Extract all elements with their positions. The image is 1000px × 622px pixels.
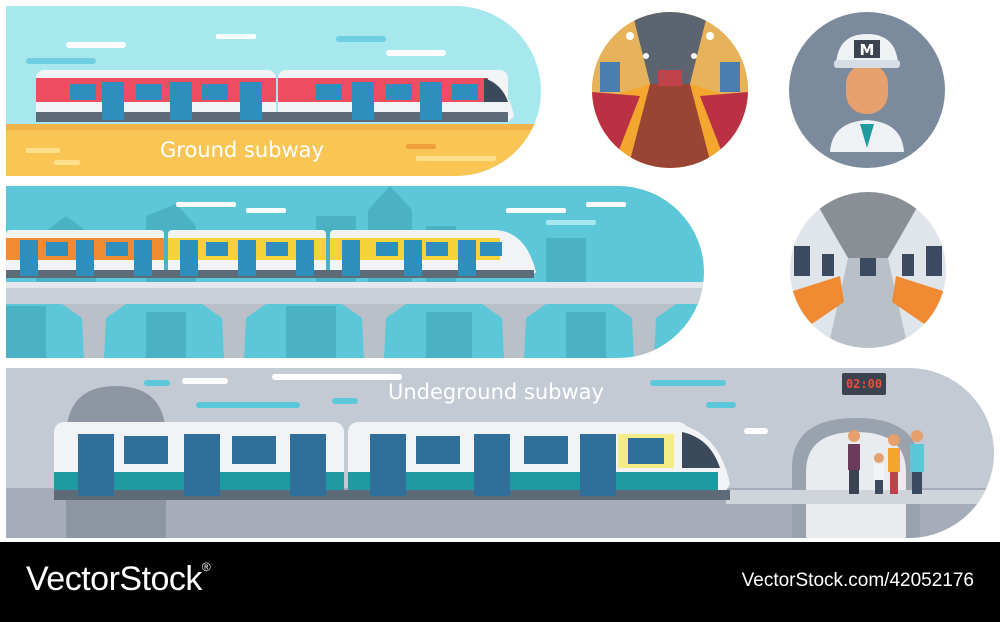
brand-name: VectorStock [26,560,202,598]
underground-train [54,422,730,500]
platform-clock-time: 02:00 [845,377,883,391]
ground-subway-illustration [6,6,541,176]
passengers [848,430,924,494]
metro-driver-icon: M [788,12,946,168]
ground-subway-label: Ground subway [160,138,324,162]
brand-logo: VectorStock® [26,560,211,599]
watermark-footer: VectorStock® VectorStock.com/42052176 [0,542,1000,622]
platform-clock: 02:00 [842,373,886,395]
underground-subway-label: Undeground subway [388,380,604,404]
red-train [36,70,514,122]
underground-subway-illustration [6,368,994,538]
ground-subway-panel: Ground subway [6,6,544,176]
registered-mark: ® [201,560,211,574]
elevated-subway-illustration [6,186,704,358]
svg-text:M: M [860,41,875,59]
train-interior-icon [592,12,748,168]
image-url: VectorStock.com/42052176 [741,570,974,591]
metro-car-interior-icon [790,192,946,348]
underground-subway-panel: Undeground subway [6,368,994,538]
elevated-train [6,230,536,278]
elevated-subway-panel [6,186,706,358]
